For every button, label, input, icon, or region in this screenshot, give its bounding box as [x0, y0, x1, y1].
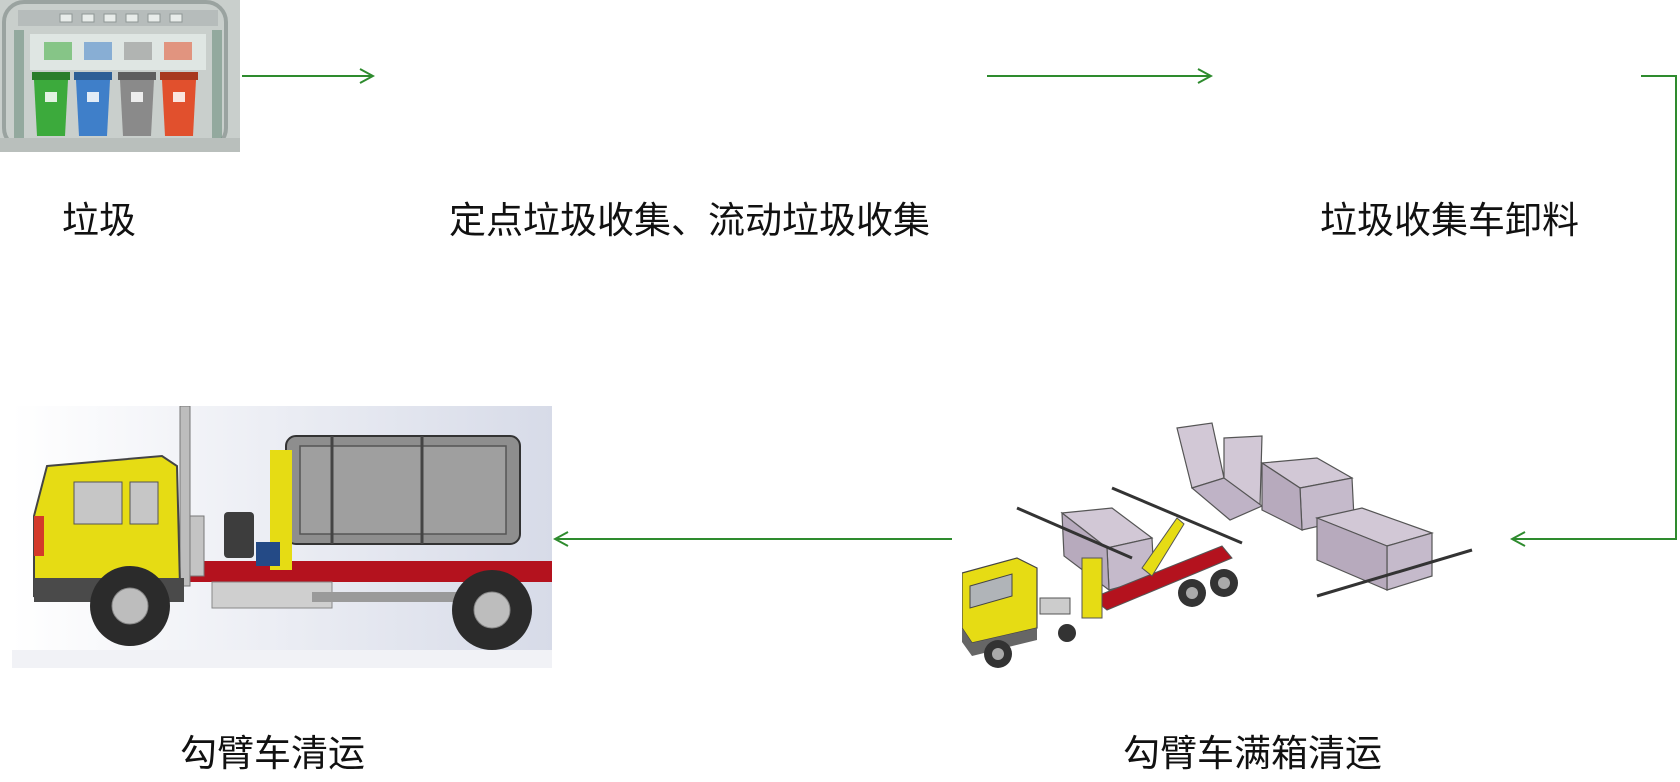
hook-arm-truck-loading-illustration [962, 422, 1473, 668]
step-label-trash: 垃圾 [62, 199, 136, 242]
step-label-unload: 垃圾收集车卸料 [1320, 199, 1579, 242]
garbage-bins-photo [0, 0, 240, 152]
arrow-unload-to-full-container [1512, 75, 1677, 539]
step-label-full-container: 勾臂车满箱清运 [1123, 732, 1382, 775]
hook-arm-truck-side-illustration [12, 406, 552, 668]
step-label-transport: 勾臂车清运 [180, 732, 365, 775]
step-label-collect: 定点垃圾收集、流动垃圾收集 [449, 199, 930, 242]
